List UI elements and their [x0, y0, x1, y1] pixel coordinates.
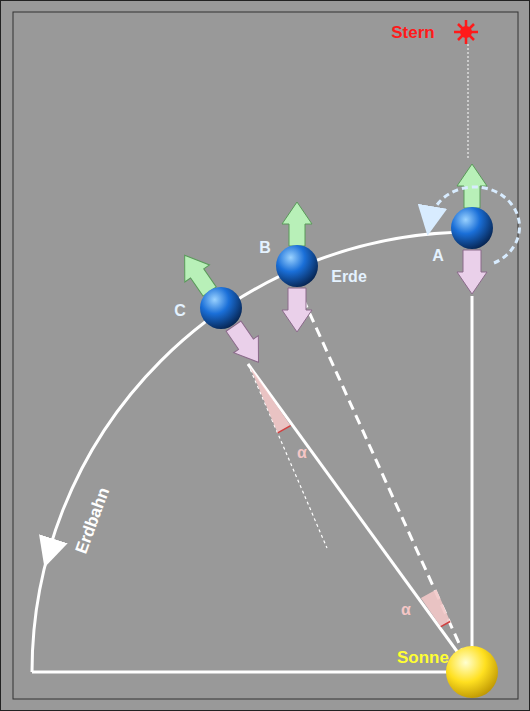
sun-label: Sonne — [397, 649, 449, 666]
velocity-arrows — [172, 247, 271, 371]
position-label: B — [259, 240, 271, 256]
rotation-arrow — [430, 187, 519, 263]
angle-arc — [278, 426, 291, 433]
earth-sphere — [276, 245, 318, 287]
sun-sphere — [446, 646, 498, 698]
earth-sphere — [451, 207, 493, 249]
sun-c-line — [248, 364, 472, 672]
earth-label: Erde — [331, 269, 367, 285]
position-label: A — [432, 248, 444, 264]
earth-orbit — [32, 232, 472, 672]
star-symbol — [454, 20, 478, 44]
angle-label: α — [297, 445, 307, 461]
inner-frame — [13, 12, 518, 699]
angle-arc — [441, 622, 450, 627]
parallel-line — [248, 364, 327, 548]
sun-b-line — [300, 292, 472, 672]
orbit-direction-arrow — [48, 540, 53, 556]
angle-label: α — [401, 602, 411, 618]
angle-wedge — [421, 589, 450, 626]
position-label: C — [174, 303, 186, 319]
earth-sphere — [200, 287, 242, 329]
star-label: Stern — [391, 24, 434, 41]
sun-a-line — [471, 296, 474, 672]
star-ray — [468, 44, 469, 160]
angle-wedge — [250, 367, 291, 433]
axis-line — [32, 671, 472, 674]
